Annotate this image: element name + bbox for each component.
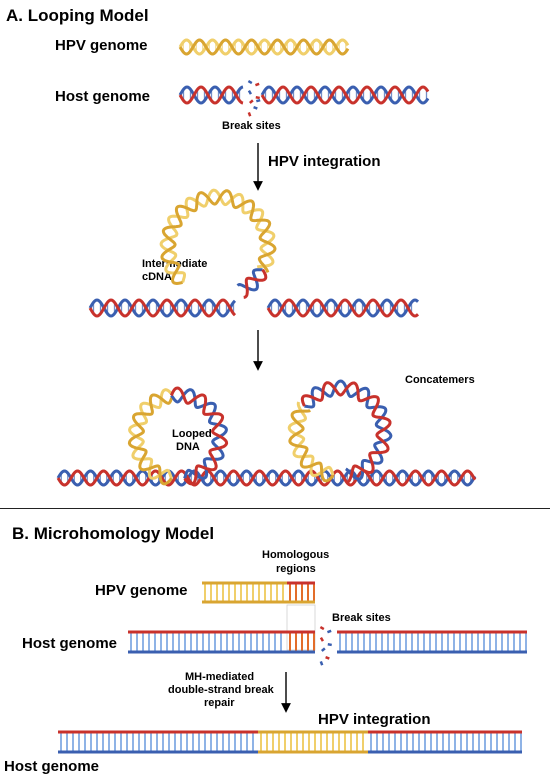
intermediate-label-line2: cDNA	[142, 271, 172, 283]
host-genome-label-b: Host genome	[22, 635, 118, 652]
concatemers-label: Concatemers	[405, 374, 475, 386]
mh-repair-label-line1: MH-mediated	[185, 671, 255, 683]
host-genome-helix-left-a	[178, 85, 244, 105]
section-b-title: B. Microhomology Model	[12, 524, 215, 543]
looped-dna-label-line1: Looped	[172, 428, 212, 440]
host-helix-intermediate-right	[266, 298, 420, 318]
looped-dna-label-line2: DNA	[176, 441, 200, 453]
homologous-regions-label-line1: Homologous	[262, 549, 330, 561]
section-divider	[0, 508, 550, 509]
looped-dna-circle	[127, 386, 229, 486]
host-genome-label-bottom: Host genome	[4, 758, 100, 775]
break-sites-fragments-a	[247, 80, 261, 117]
hpv-integration-label-a: HPV integration	[268, 153, 381, 170]
intermediate-cdna-loop	[159, 188, 277, 299]
homologous-regions-label-line2: regions	[276, 563, 316, 575]
mh-repair-label-line2: double-strand break	[168, 684, 274, 696]
host-genome-ladder-b	[128, 630, 527, 654]
host-helix-intermediate-left	[88, 298, 237, 318]
host-genome-label-a: Host genome	[55, 88, 151, 105]
integrated-genome-ladder	[58, 730, 522, 754]
break-sites-label-b: Break sites	[332, 612, 391, 624]
section-a-title: A. Looping Model	[6, 6, 149, 25]
hpv-integration-label-b: HPV integration	[318, 711, 431, 728]
break-sites-fragments-b	[319, 625, 332, 666]
host-genome-helix-right-a	[260, 85, 430, 105]
hpv-genome-helix-a	[178, 38, 350, 56]
hpv-genome-ladder-b	[202, 581, 315, 604]
break-sites-label-a: Break sites	[222, 120, 281, 132]
mh-repair-label-line3: repair	[204, 697, 235, 709]
concatemer-circle	[287, 379, 393, 484]
host-helix-concatemers	[56, 469, 477, 487]
hpv-genome-label-a: HPV genome	[55, 37, 148, 54]
hpv-genome-label-b: HPV genome	[95, 582, 188, 599]
